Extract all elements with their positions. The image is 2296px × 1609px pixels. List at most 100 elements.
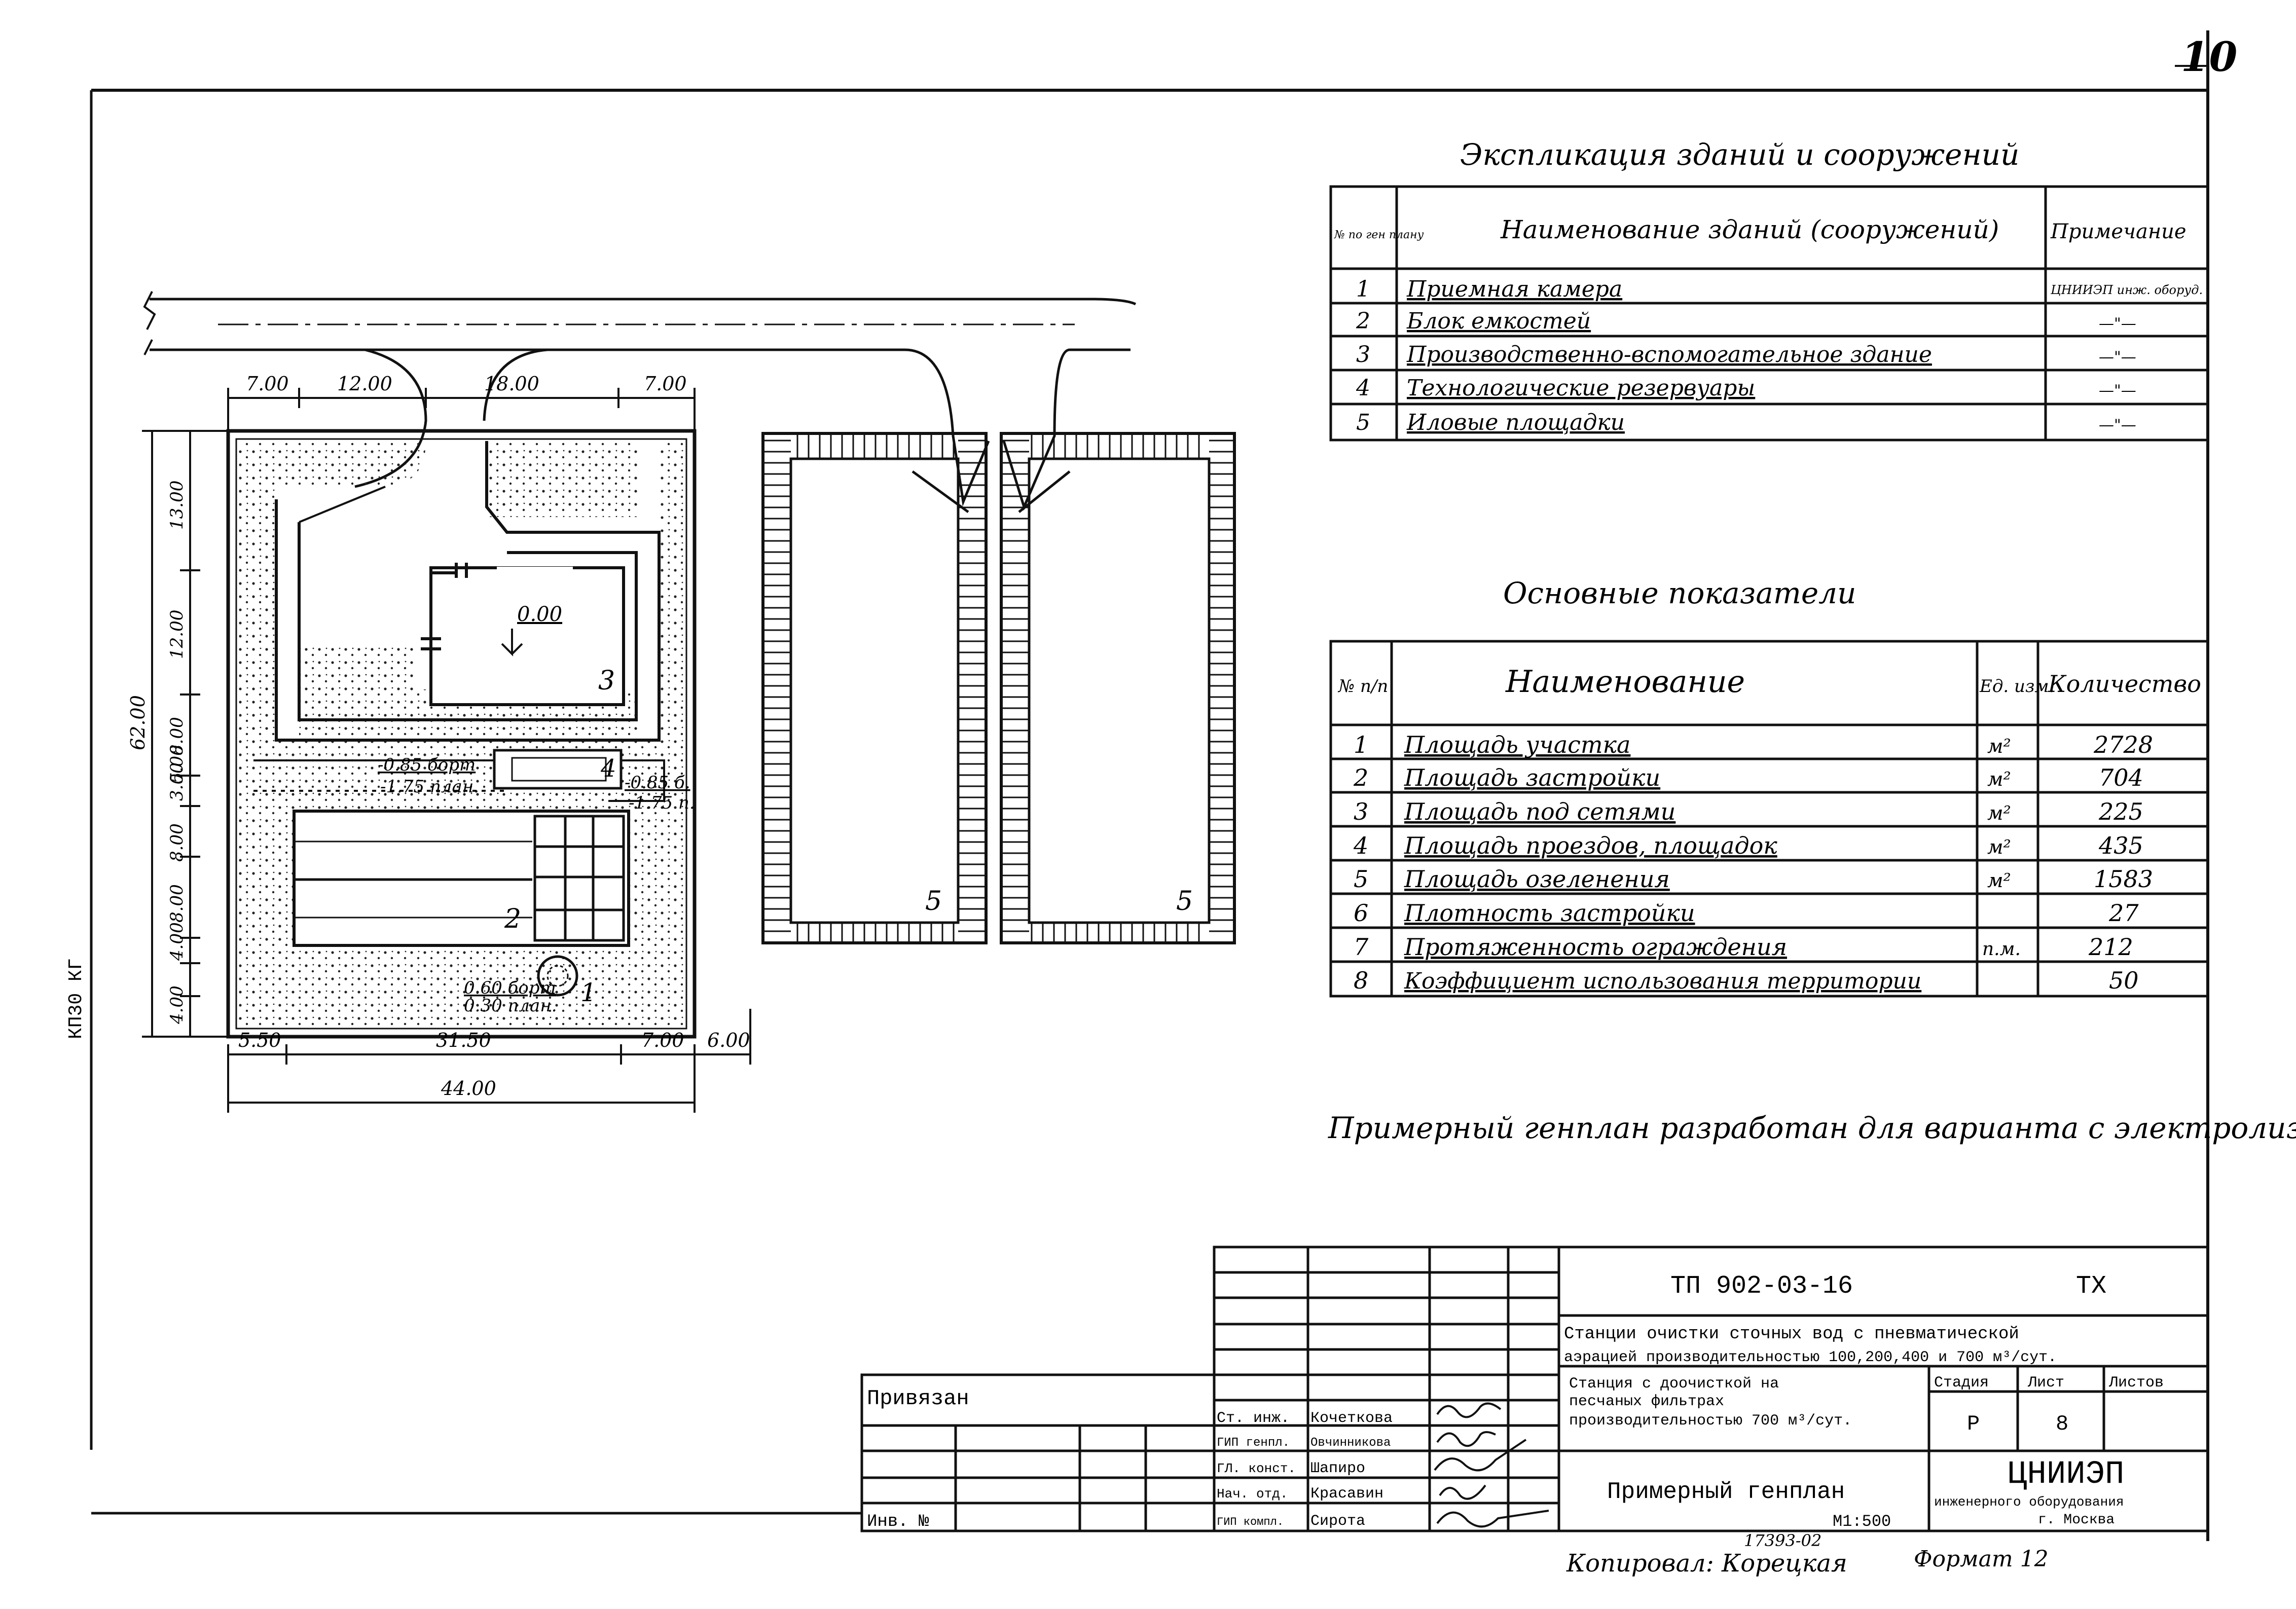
staff-name-4: Красавин	[1310, 1485, 1383, 1503]
plan-label-1: 1	[580, 978, 597, 1007]
explication-row-4-name: Технологические резервуары	[1407, 375, 1755, 401]
site-boundary	[226, 429, 697, 1039]
org-line-2: инженерного оборудования	[1934, 1494, 2124, 1510]
indicator-row-5-unit: м²	[1987, 869, 2011, 892]
indicator-row-7-qty: 212	[2088, 933, 2133, 961]
dim-left-6: 8.00	[167, 823, 187, 862]
plan-label-4: 4	[600, 754, 616, 783]
page-number: 10	[2181, 33, 2237, 81]
dim-top-1: 7.00	[246, 373, 289, 395]
dim-left-2: 12.00	[167, 610, 187, 659]
dim-bottom-4: 6.00	[707, 1029, 750, 1051]
indicator-row-7-num: 7	[1354, 933, 1369, 961]
indicator-row-3-name: Площадь под сетями	[1404, 798, 1675, 825]
explication-row-4-note: —"—	[2099, 382, 2136, 399]
side-text: КП30 КГ	[65, 958, 87, 1039]
sheets-header: Листов	[2108, 1374, 2164, 1392]
dim-bottom-1: 5.50	[238, 1029, 281, 1051]
indicator-row-6-name: Плотность застройки	[1404, 899, 1695, 927]
sludge-bed-left: 5	[761, 432, 988, 944]
explication-table: Экспликация зданий и сооружений № по ген…	[1329, 137, 2209, 442]
subtitle-line-2: песчаных фильтрах	[1569, 1393, 1724, 1410]
org-line-3: г. Москва	[2038, 1512, 2115, 1528]
dim-left-8: 4.00	[167, 922, 187, 961]
indicator-row-2-qty: 704	[2099, 764, 2143, 791]
plan-label-5a: 5	[925, 886, 942, 917]
staff-role-1: Ст. инж.	[1217, 1410, 1290, 1427]
explication-row-5-num: 5	[1356, 410, 1370, 435]
indicator-row-3-qty: 225	[2098, 798, 2143, 825]
explication-row-1-num: 1	[1356, 276, 1370, 302]
drawing-scale: М1:500	[1833, 1512, 1891, 1531]
signatures	[1434, 1402, 1549, 1528]
receiving-chamber-1: 1	[537, 955, 597, 1007]
indicator-row-1-name: Площадь участка	[1404, 731, 1630, 758]
indicator-row-2-num: 2	[1353, 764, 1368, 791]
building-4: 4	[493, 749, 623, 790]
staff-name-2: Овчинникова	[1310, 1436, 1391, 1450]
building-3: 0.00 3	[421, 563, 625, 706]
site-plan: 0.00 3 4 2	[127, 291, 1236, 1113]
dim-left-total: 62.00	[127, 695, 149, 750]
subtitle-line-1: Станция с доочисткой на	[1569, 1375, 1779, 1393]
indicator-row-6-qty: 27	[2108, 899, 2139, 927]
indicator-row-5-name: Площадь озеленения	[1404, 865, 1670, 893]
explication-row-1-note: ЦНИИЭП инж. оборуд.	[2050, 283, 2203, 297]
indicators-header-qty: Количество	[2048, 670, 2201, 698]
org-name: ЦНИИЭП	[2008, 1456, 2124, 1493]
access-road	[143, 291, 1137, 514]
indicator-row-2-name: Площадь застройки	[1404, 764, 1660, 791]
staff-role-4: Нач. отд.	[1217, 1486, 1288, 1502]
indicators-header-num: № п/п	[1337, 676, 1388, 697]
explication-row-3-name: Производственно-вспомогательное здание	[1406, 342, 1932, 368]
elevation-000: 0.00	[517, 603, 562, 626]
indicator-row-5-num: 5	[1354, 865, 1368, 893]
dimension-lines	[142, 388, 751, 1113]
indicator-row-1-num: 1	[1354, 731, 1368, 758]
dim-left-4: 3.00	[167, 762, 187, 801]
footer: Копировал: Корецкая 17393-02 Формат 12	[1566, 1531, 2049, 1578]
elevation-note-c2: 0.30 план.	[464, 996, 557, 1016]
explication-row-4-num: 4	[1356, 375, 1370, 401]
staff-role-3: ГЛ. конст.	[1217, 1461, 1296, 1476]
indicators-title: Основные показатели	[1503, 576, 1856, 610]
plan-label-2: 2	[504, 904, 521, 934]
staff-name-5: Сирота	[1310, 1513, 1365, 1530]
indicator-row-2-unit: м²	[1987, 768, 2011, 790]
dim-left-5: 5.00	[167, 745, 187, 783]
subtitle-line-3: производительностью 700 м³/сут.	[1569, 1412, 1852, 1430]
explication-row-2-name: Блок емкостей	[1406, 308, 1591, 334]
indicator-row-1-qty: 2728	[2093, 731, 2153, 758]
explication-header-note: Примечание	[2050, 220, 2186, 243]
indicator-row-8-num: 8	[1354, 967, 1368, 994]
tied-label: Привязан	[867, 1386, 969, 1411]
plan-label-5b: 5	[1176, 886, 1193, 917]
elevation-note-a1: -0.85 борт	[378, 755, 476, 775]
building-2: 2	[293, 810, 630, 947]
staff-name-1: Кочеткова	[1310, 1410, 1393, 1427]
explication-header-num: № по ген плану	[1334, 229, 1424, 241]
plan-label-3: 3	[598, 666, 615, 696]
indicator-row-8-qty: 50	[2109, 967, 2139, 994]
title-block: ТП 902-03-16 ТХ Станции очистки сточных …	[860, 1246, 2209, 1532]
sludge-bed-right: 5	[1000, 432, 1236, 944]
staff-role-2: ГИП генпл.	[1217, 1436, 1290, 1450]
explication-row-2-note: —"—	[2099, 315, 2136, 333]
explication-title: Экспликация зданий и сооружений	[1460, 137, 2019, 172]
indicator-row-4-num: 4	[1353, 832, 1368, 859]
sheet-value: 8	[2056, 1412, 2068, 1436]
explication-row-3-num: 3	[1356, 342, 1370, 368]
format-label: Формат 12	[1914, 1546, 2049, 1572]
indicator-row-7-name: Протяженность ограждения	[1404, 933, 1787, 961]
staff-name-3: Шапиро	[1310, 1460, 1365, 1477]
indicators-header-unit: Ед. изм.	[1979, 676, 2054, 697]
copied-by: Копировал: Корецкая	[1566, 1549, 1847, 1578]
dim-left-9: 4.00	[167, 985, 187, 1025]
dim-top-3: 18.00	[484, 373, 539, 395]
dim-left-7: 8.00	[167, 884, 187, 923]
indicators-header-name: Наименование	[1505, 664, 1745, 700]
drawing-name: Примерный генплан	[1607, 1479, 1845, 1505]
project-code: ТП 902-03-16	[1670, 1272, 1853, 1301]
indicator-row-3-unit: м²	[1987, 802, 2011, 824]
indicator-row-4-name: Площадь проездов, площадок	[1404, 832, 1777, 859]
